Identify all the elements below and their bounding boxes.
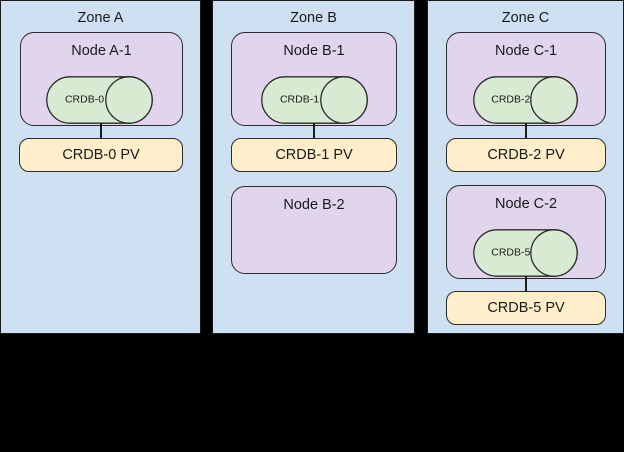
pv-box-crdb-0[interactable]: CRDB-0 PV <box>19 138 183 172</box>
pv-label-crdb-5: CRDB-5 PV <box>487 300 565 316</box>
pv-label-crdb-0: CRDB-0 PV <box>62 147 140 163</box>
database-cylinder-crdb-5[interactable]: CRDB-5 <box>473 229 578 277</box>
pv-label-crdb-1: CRDB-1 PV <box>275 147 353 163</box>
connector-crdb-5-to-pv <box>525 276 527 292</box>
database-label-crdb-1: CRDB-1 <box>279 93 320 106</box>
node-label-b-2: Node B-2 <box>283 197 345 213</box>
pv-box-crdb-5[interactable]: CRDB-5 PV <box>446 291 606 325</box>
zone-label-a: Zone A <box>77 10 124 26</box>
database-cylinder-icon <box>473 76 578 124</box>
zone-container-b[interactable]: Zone B Node B-1 CRDB-1 CRDB-1 PV Node B-… <box>212 0 415 334</box>
database-cylinder-icon <box>261 76 368 124</box>
database-label-crdb-0: CRDB-0 <box>64 93 105 106</box>
zone-container-c[interactable]: Zone C Node C-1 CRDB-2 CRDB-2 PV Node C-… <box>427 0 624 334</box>
database-cylinder-icon <box>473 229 578 277</box>
pv-box-crdb-1[interactable]: CRDB-1 PV <box>231 138 397 172</box>
connector-crdb-2-to-pv <box>525 123 527 139</box>
database-cylinder-crdb-0[interactable]: CRDB-0 <box>46 76 153 124</box>
node-label-c-1: Node C-1 <box>494 43 558 59</box>
pv-label-crdb-2: CRDB-2 PV <box>487 147 565 163</box>
node-label-c-2: Node C-2 <box>494 196 558 212</box>
database-cylinder-crdb-1[interactable]: CRDB-1 <box>261 76 368 124</box>
database-cylinder-icon <box>46 76 153 124</box>
zone-container-a[interactable]: Zone A Node A-1 CRDB-0 CRDB-0 PV <box>0 0 201 334</box>
node-label-b-1: Node B-1 <box>283 43 345 59</box>
database-cylinder-crdb-2[interactable]: CRDB-2 <box>473 76 578 124</box>
zone-label-b: Zone B <box>290 10 337 26</box>
node-label-a-1: Node A-1 <box>71 43 132 59</box>
database-label-crdb-5: CRDB-5 <box>491 246 531 259</box>
zone-label-c: Zone C <box>501 10 550 26</box>
pv-box-crdb-2[interactable]: CRDB-2 PV <box>446 138 606 172</box>
database-label-crdb-2: CRDB-2 <box>491 93 531 106</box>
connector-crdb-1-to-pv <box>313 123 315 139</box>
connector-crdb-0-to-pv <box>100 123 102 139</box>
node-box-b-2[interactable]: Node B-2 <box>231 186 397 274</box>
